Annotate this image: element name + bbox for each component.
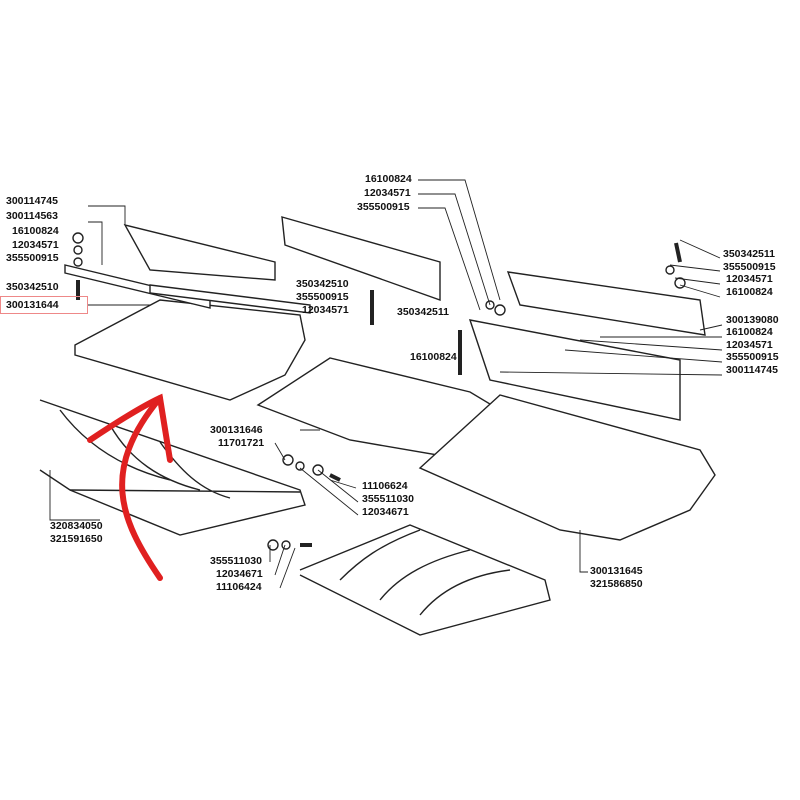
part-label: 300114745: [726, 364, 778, 376]
part-label: 12034571: [12, 239, 59, 251]
part-label: 355500915: [357, 201, 410, 213]
strip-left-2: [149, 284, 311, 314]
panel-left-upper: [123, 223, 276, 281]
part-label: 355511030: [210, 555, 262, 567]
highlight-box: [0, 296, 88, 314]
part-label: 350342511: [723, 248, 775, 260]
part-label: 16100824: [365, 173, 412, 185]
part-label: 12034671: [216, 568, 263, 580]
part-label: 12034671: [362, 506, 409, 518]
panel-middle-top: [281, 216, 441, 301]
part-label: 16100824: [726, 326, 773, 338]
part-label: 11106624: [362, 480, 408, 492]
part-label: 321591650: [50, 533, 103, 545]
part-label-highlighted[interactable]: 300131644: [6, 299, 59, 311]
part-label: 355500915: [723, 261, 776, 273]
part-label: 12034571: [302, 304, 349, 316]
part-label: 350342510: [296, 278, 349, 290]
part-label: 300139080: [726, 314, 779, 326]
part-label: 355500915: [6, 252, 59, 264]
part-label: 11106424: [216, 581, 262, 593]
panel-right-mid: [468, 319, 681, 421]
part-label: 12034571: [726, 339, 773, 351]
part-label: 12034571: [364, 187, 411, 199]
part-label: 355500915: [726, 351, 779, 363]
part-label: 350342510: [6, 281, 59, 293]
part-label: 16100824: [726, 286, 773, 298]
part-label: 11701721: [218, 437, 265, 449]
part-label: 300131645: [590, 565, 643, 577]
part-label: 321586850: [590, 578, 643, 590]
part-label: 16100824: [410, 351, 457, 363]
frame-bottom: [299, 524, 551, 636]
panel-right-top: [506, 271, 706, 336]
part-label: 350342511: [397, 306, 449, 318]
part-label: 355511030: [362, 493, 414, 505]
part-label: 16100824: [12, 225, 59, 237]
part-label: 300131646: [210, 424, 263, 436]
panel-left-main: [74, 299, 306, 401]
frame-left-lower: [39, 399, 306, 536]
panel-right-main: [418, 394, 716, 541]
part-label: 300114563: [6, 210, 58, 222]
part-label: 300114745: [6, 195, 58, 207]
part-label: 320834050: [50, 520, 103, 532]
part-label: 355500915: [296, 291, 349, 303]
red-arrow-icon: [87, 393, 173, 581]
part-label: 12034571: [726, 273, 773, 285]
